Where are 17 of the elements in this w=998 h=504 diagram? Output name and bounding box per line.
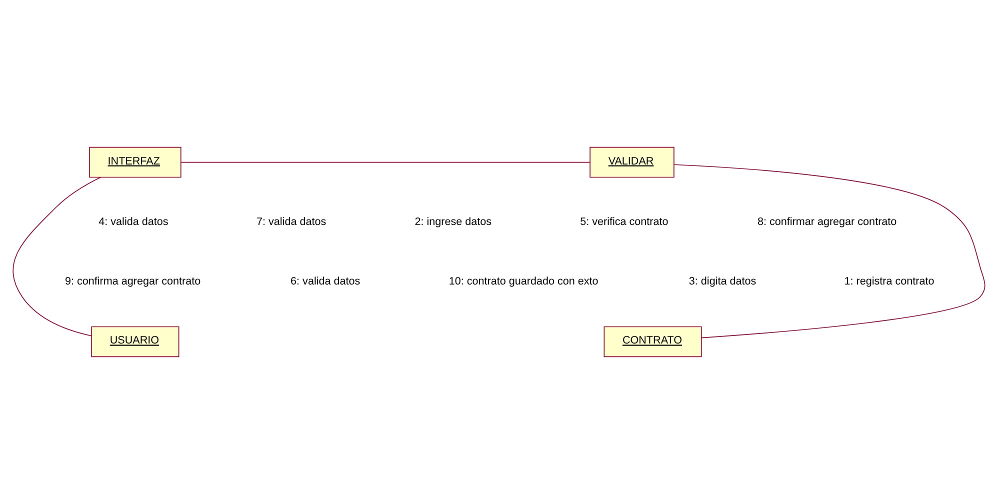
label: 2: ingrese datos	[414, 216, 492, 228]
label: 1: registra contrato	[844, 276, 934, 288]
connector	[180, 162, 590, 163]
label: 10: contrato guardado con exto	[448, 276, 598, 288]
label: 9: confirma agregar contrato	[65, 276, 201, 288]
label: 5: verifica contrato	[580, 216, 668, 228]
label: 8: confirmar agregar contrato	[757, 216, 897, 228]
node-box: VALIDAR	[590, 146, 674, 178]
label: 7: valida datos	[256, 216, 326, 228]
label: 6: valida datos	[290, 276, 360, 288]
connector	[12, 176, 102, 336]
label: 3: digita datos	[688, 276, 756, 288]
connector	[674, 164, 986, 338]
node-box: INTERFAZ	[89, 146, 182, 178]
node-box: CONTRATO	[604, 326, 702, 358]
node-box: USUARIO	[91, 326, 180, 358]
label: 4: valida datos	[98, 216, 168, 228]
